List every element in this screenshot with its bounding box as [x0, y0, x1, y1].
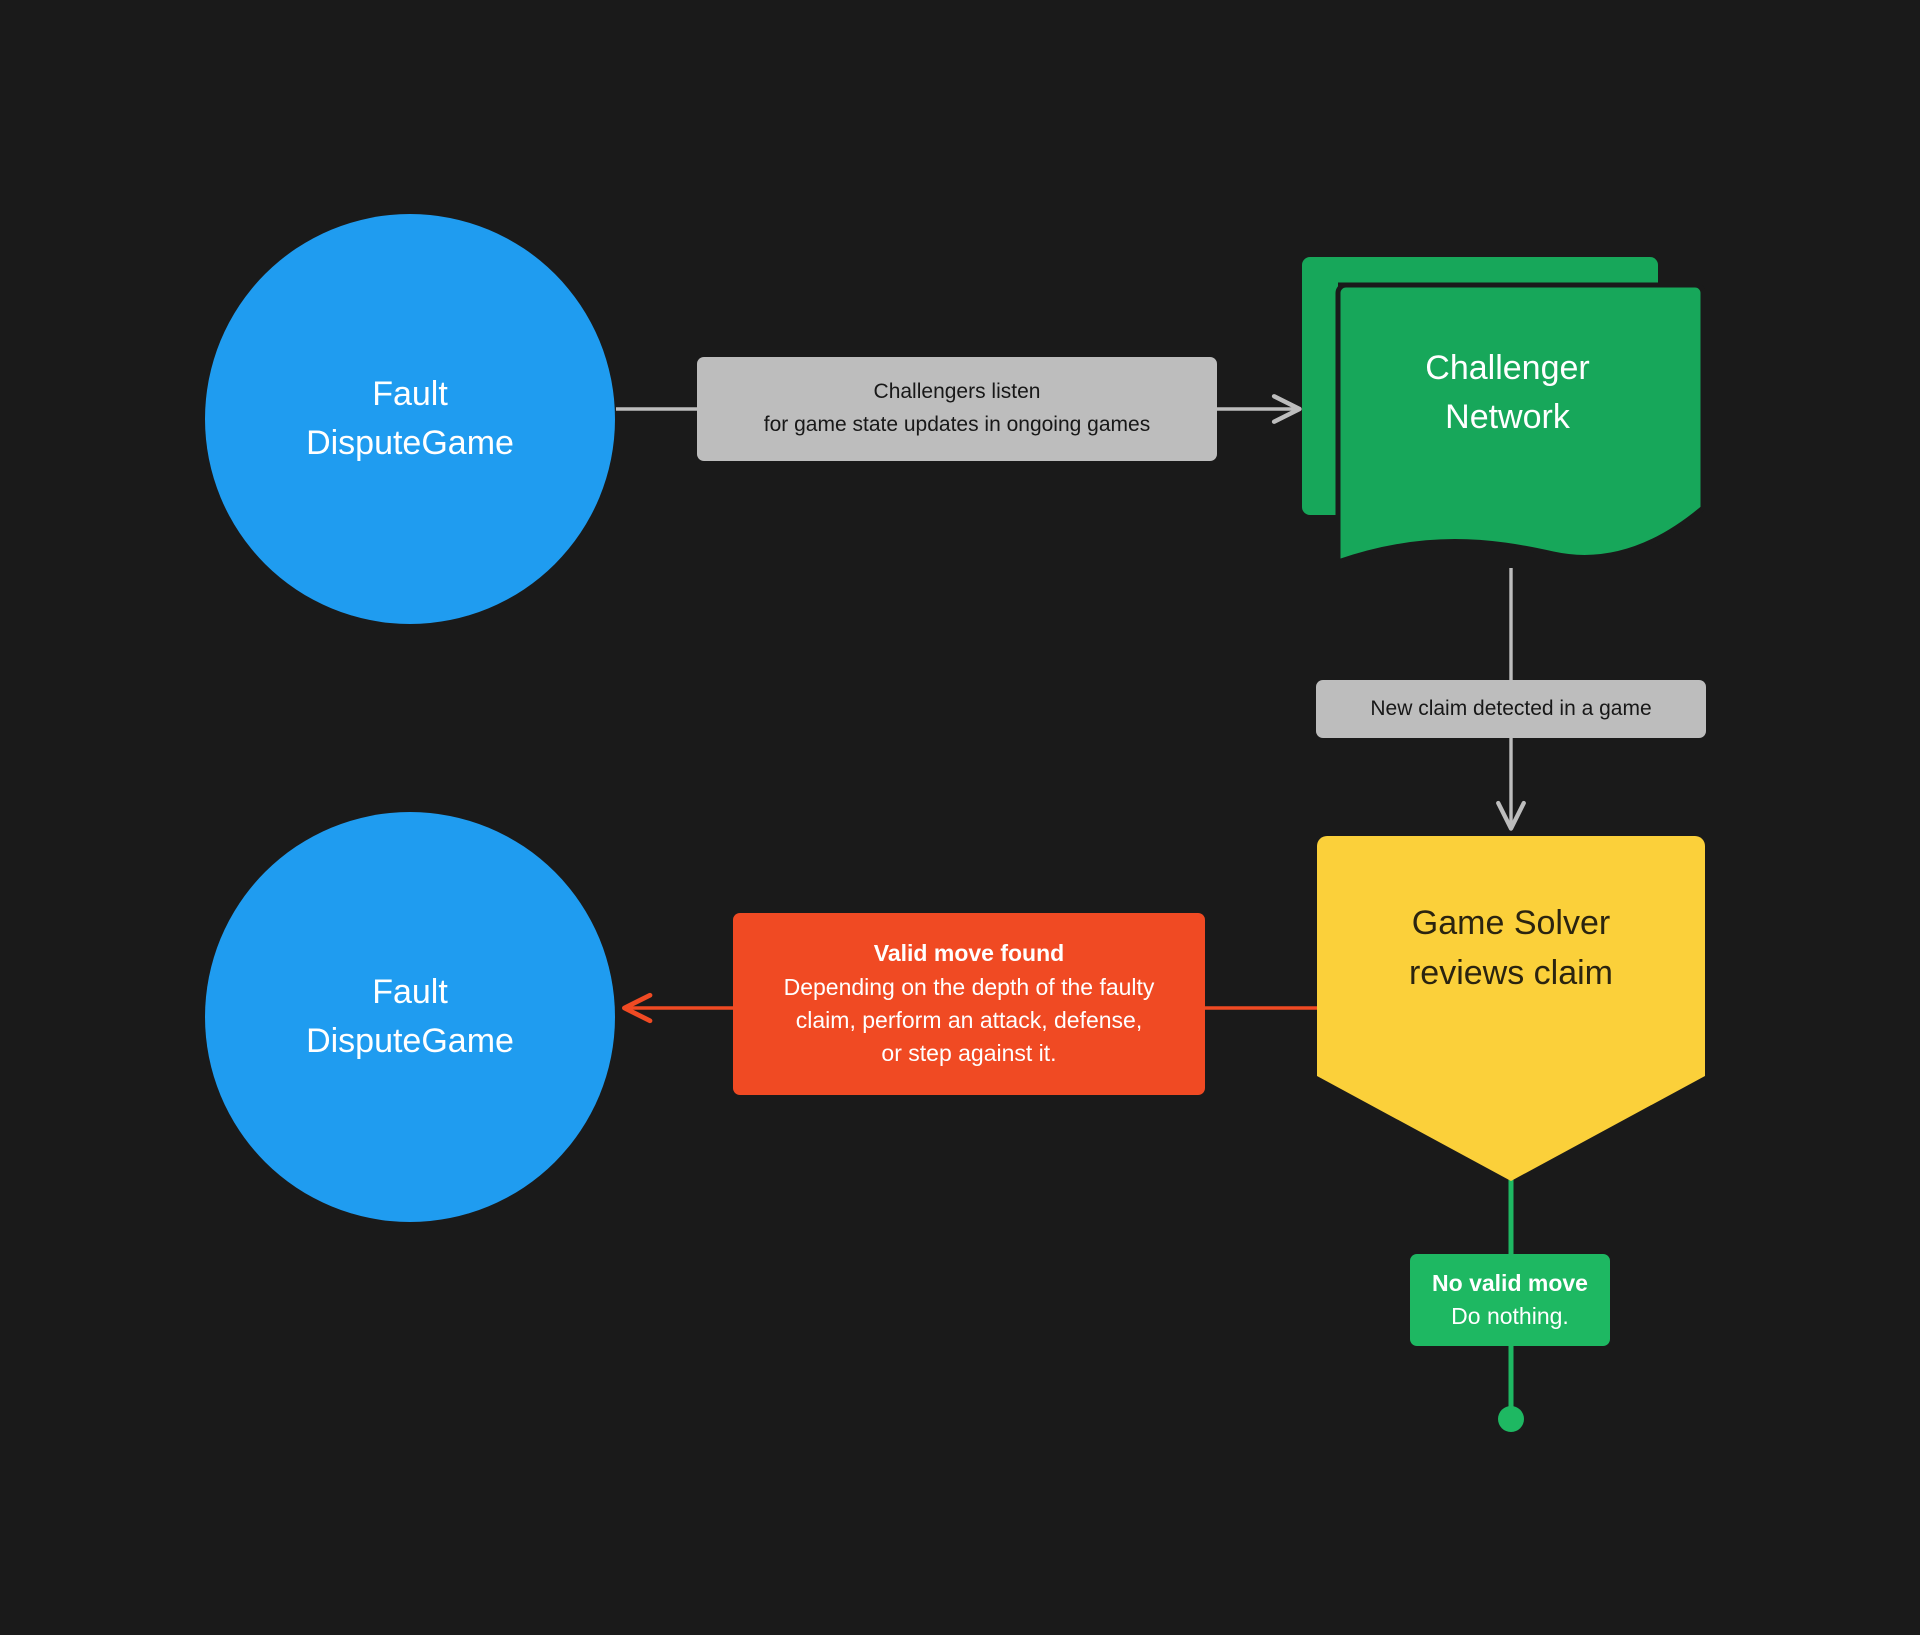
terminal-dot — [1498, 1406, 1524, 1432]
node-line-2: DisputeGame — [306, 424, 514, 462]
edge-label-new-claim[interactable]: New claim detected in a game — [1316, 680, 1706, 738]
node-label-stack: Fault DisputeGame — [306, 370, 514, 469]
edge-label-no-valid-move[interactable]: No valid move Do nothing. — [1410, 1254, 1610, 1346]
node-line-1: Fault — [372, 972, 448, 1011]
edge-label-line-1: Challengers listen — [873, 380, 1041, 404]
node-fault-dispute-game-bottom[interactable]: Fault DisputeGame — [205, 812, 615, 1222]
node-game-solver[interactable]: Game Solver reviews claim — [1317, 836, 1705, 1181]
node-label-stack: Fault DisputeGame — [306, 968, 514, 1067]
edge-label-heading: Valid move found — [873, 940, 1065, 967]
node-challenger-network[interactable]: Challenger Network — [1300, 245, 1715, 575]
edge-label-valid-move[interactable]: Valid move found Depending on the depth … — [733, 913, 1205, 1095]
edge-label-line-2: for game state updates in ongoing games — [763, 413, 1151, 436]
edge-label-line-2: claim, perform an attack, defense, — [795, 1007, 1143, 1033]
node-line-2: DisputeGame — [306, 1022, 514, 1060]
edge-label-line-1: New claim detected in a game — [1370, 696, 1652, 720]
node-fault-dispute-game-top[interactable]: Fault DisputeGame — [205, 214, 615, 624]
edge-label-line-1: Do nothing. — [1451, 1303, 1569, 1329]
edge-label-challengers-listen[interactable]: Challengers listen for game state update… — [697, 357, 1217, 461]
node-line-1: Fault — [372, 374, 448, 413]
edge-label-heading: No valid move — [1432, 1269, 1588, 1296]
edge-label-line-1: Depending on the depth of the faulty — [783, 973, 1155, 1000]
pentagon-down-shape — [1317, 836, 1705, 1181]
multi-document-icon — [1302, 257, 1706, 566]
edge-label-line-3: or step against it. — [881, 1040, 1057, 1067]
